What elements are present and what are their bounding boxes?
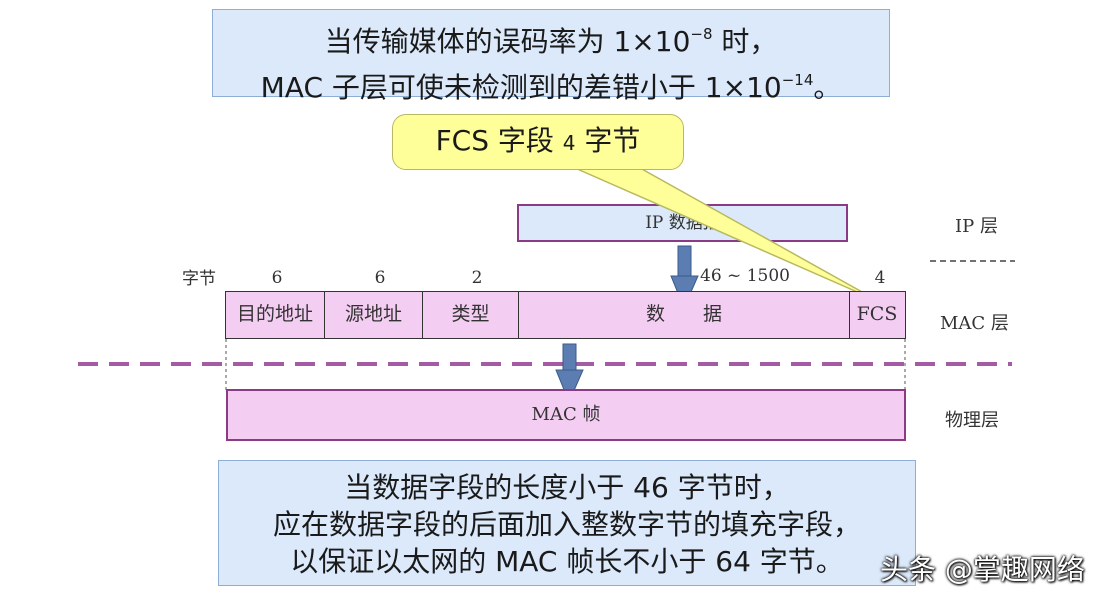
field-fcs: FCS	[856, 303, 898, 325]
field-size-src: 6	[374, 268, 386, 288]
watermark: 头条 @掌趣网络	[880, 553, 1085, 586]
mac-frame-label: MAC 帧	[531, 404, 601, 425]
field-dest-address: 目的地址	[226, 292, 325, 338]
bottom-note-line-3: 以保证以太网的 MAC 帧长不小于 64 字节。	[290, 545, 844, 578]
bottom-note-line-1: 当数据字段的长度小于 46 字节时，	[344, 471, 790, 504]
mac-to-physical-arrow	[555, 343, 584, 404]
field-size-dest: 6	[271, 268, 283, 288]
top-note: 当传输媒体的误码率为 1×10−8 时， MAC 子层可使未检测到的差错小于 1…	[212, 9, 890, 104]
field-data: 数 据	[519, 292, 850, 338]
physical-layer-label: 物理层	[945, 410, 999, 431]
ip-layer-label: IP 层	[955, 216, 998, 237]
field-size-fcs: 4	[874, 268, 886, 288]
mac-layer-label: MAC 层	[940, 313, 1009, 334]
field-src-address: 源地址	[325, 292, 423, 338]
mac-frame-box	[226, 389, 906, 441]
bottom-note: 当数据字段的长度小于 46 字节时， 应在数据字段的后面加入整数字节的填充字段，…	[218, 460, 916, 586]
top-note-line-1: 当传输媒体的误码率为 1×10−8 时，	[324, 25, 778, 58]
field-size-type: 2	[471, 268, 483, 288]
fcs-callout: FCS 字段 4 字节	[392, 114, 684, 170]
bottom-note-line-2: 应在数据字段的后面加入整数字节的填充字段，	[272, 508, 861, 541]
mac-frame-fields: 目的地址 源地址 类型 数 据 FCS	[225, 291, 906, 339]
field-size-data: 46 ~ 1500	[700, 266, 790, 286]
top-note-line-2: MAC 子层可使未检测到的差错小于 1×10−14。	[260, 71, 842, 104]
field-type: 类型	[423, 292, 519, 338]
bytes-label: 字节	[182, 269, 216, 289]
